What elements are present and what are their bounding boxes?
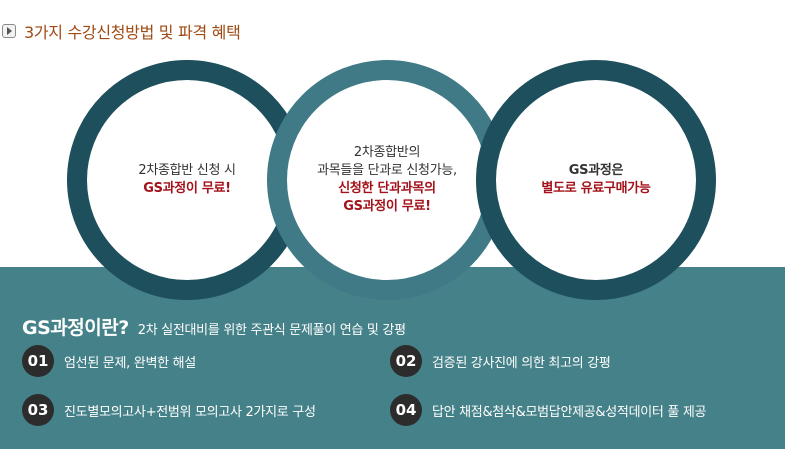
section-header: 3가지 수강신청방법 및 파격 혜택 (2, 20, 241, 42)
circle-3-line-1: GS과정은 (568, 163, 624, 178)
benefit-circle-3: GS과정은 별도로 유료구매가능 (476, 60, 716, 300)
circle-3-line-2: 별도로 유료구매가능 (541, 181, 651, 196)
feature-text: 진도별모의고사+전범위 모의고사 2가지로 구성 (64, 404, 316, 420)
gs-title: GS과정이란? (22, 317, 129, 339)
number-badge: 03 (22, 394, 54, 426)
feature-item-3: 03 진도별모의고사+전범위 모의고사 2가지로 구성 (22, 394, 316, 426)
feature-text: 엄선된 문제, 완벽한 해설 (64, 355, 196, 371)
circle-2-line-1: 2차종합반의 (353, 145, 421, 160)
feature-item-1: 01 엄선된 문제, 완벽한 해설 (22, 345, 196, 377)
gs-title-row: GS과정이란? 2차 실전대비를 위한 주관식 문제풀이 연습 및 강평 (22, 313, 406, 340)
circle-2-line-2: 과목들을 단과로 신청가능, (317, 163, 457, 178)
number-badge: 04 (390, 394, 422, 426)
feature-item-4: 04 답안 채점&첨삭&모범답안제공&성적데이터 풀 제공 (390, 394, 707, 426)
header-title: 3가지 수강신청방법 및 파격 혜택 (24, 23, 241, 42)
arrow-right-icon (2, 24, 16, 38)
feature-text: 검증된 강사진에 의한 최고의 강평 (432, 355, 611, 371)
number-badge: 01 (22, 345, 54, 377)
number-badge: 02 (390, 345, 422, 377)
gs-subtitle: 2차 실전대비를 위한 주관식 문제풀이 연습 및 강평 (137, 323, 406, 338)
circle-2-line-3: 신청한 단과과목의 (338, 181, 436, 196)
circle-1-line-1: 2차종합반 신청 시 (138, 163, 236, 178)
circle-1-line-2: GS과정이 무료! (143, 181, 231, 196)
feature-item-2: 02 검증된 강사진에 의한 최고의 강평 (390, 345, 611, 377)
circle-2-line-4: GS과정이 무료! (343, 199, 431, 214)
benefit-circle-2: 2차종합반의 과목들을 단과로 신청가능, 신청한 단과과목의 GS과정이 무료… (267, 60, 507, 300)
feature-text: 답안 채점&첨삭&모범답안제공&성적데이터 풀 제공 (432, 404, 707, 420)
